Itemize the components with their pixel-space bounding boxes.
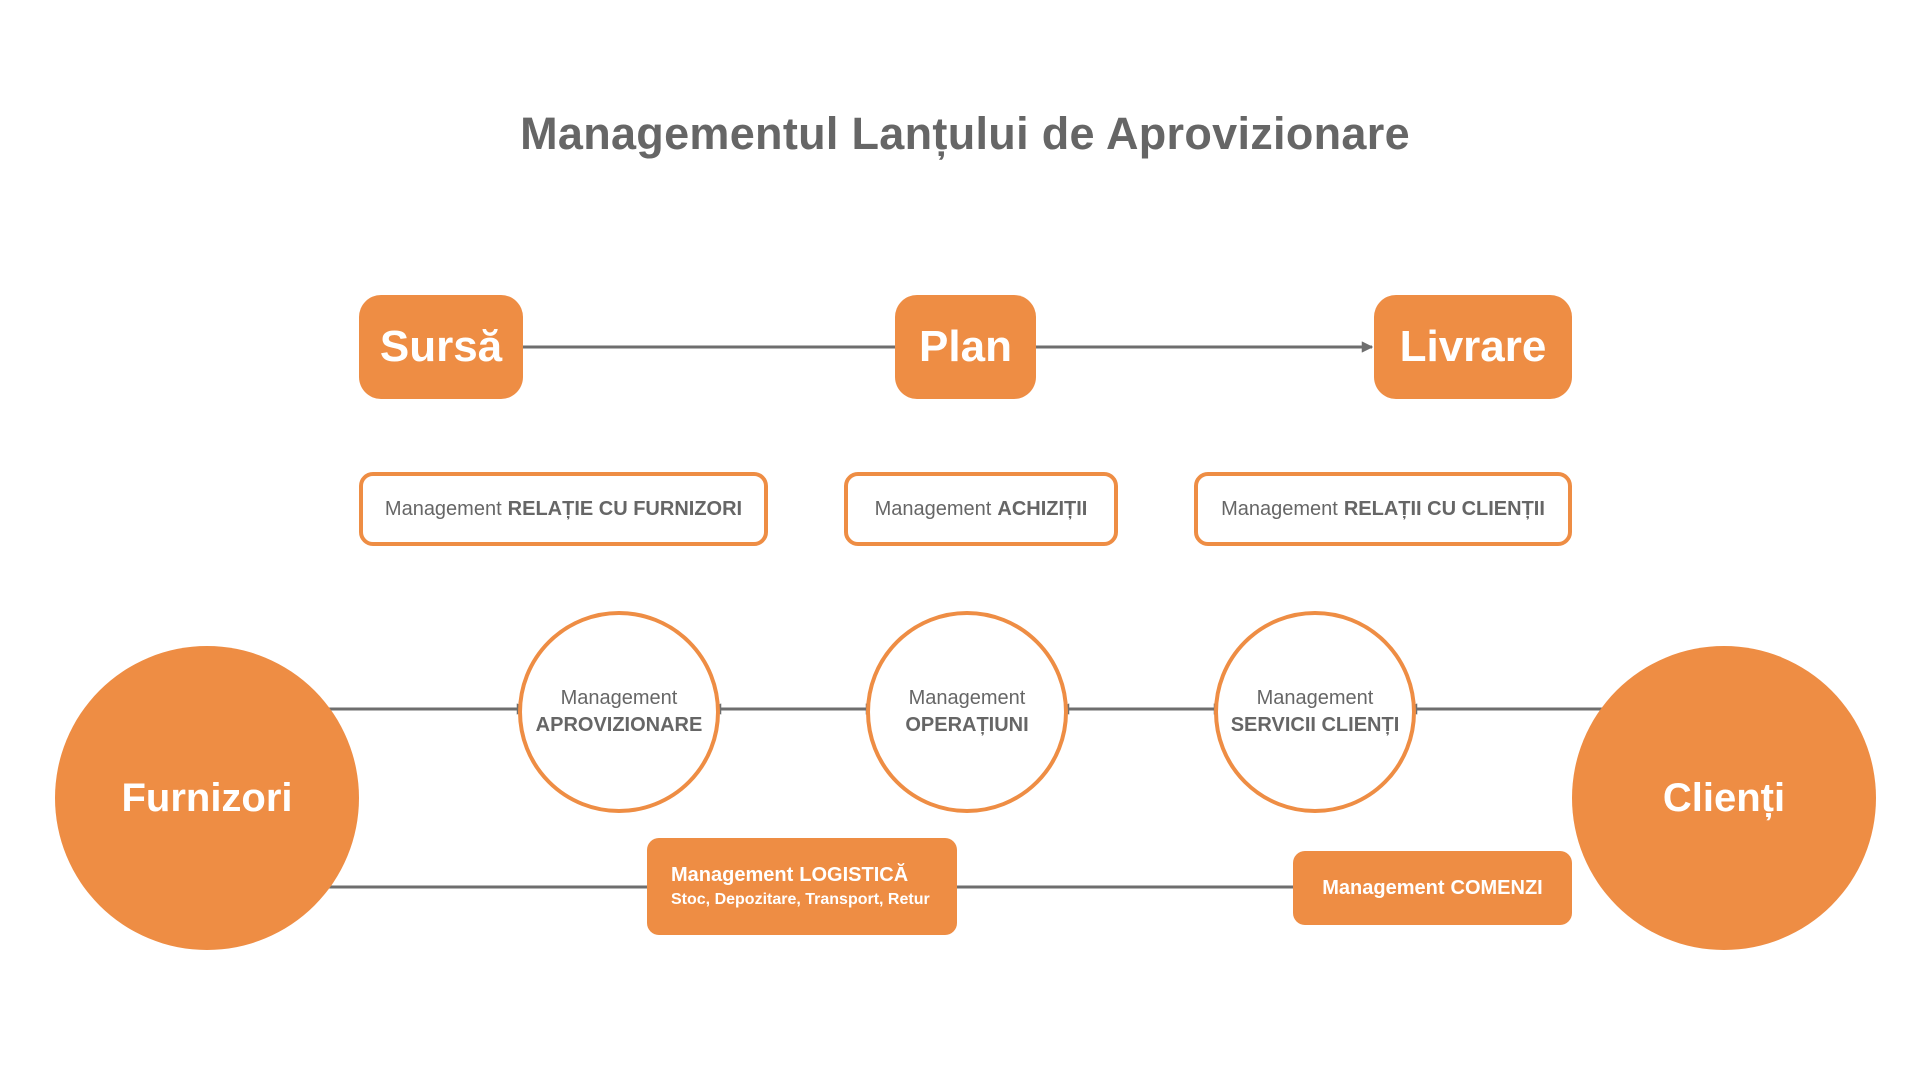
- customer-relations-emphasis: RELAȚII CU CLIENȚII: [1343, 497, 1545, 520]
- operations-prefix: Management: [908, 687, 1026, 709]
- logistics-prefix: Management: [671, 864, 794, 886]
- customers-circle: Clienți: [1572, 646, 1876, 950]
- customer-service-emphasis: SERVICII CLIENȚI: [1230, 714, 1400, 736]
- procurement-prefix: Management: [874, 497, 992, 520]
- supply-management-circle: Management APROVIZIONARE: [518, 611, 720, 813]
- customer-service-management-circle: Management SERVICII CLIENȚI: [1214, 611, 1416, 813]
- logistics-emphasis: LOGISTICĂ: [799, 864, 909, 886]
- customer-service-prefix: Management: [1256, 687, 1374, 709]
- procurement-box: Management ACHIZIȚII: [844, 472, 1118, 546]
- procurement-emphasis: ACHIZIȚII: [997, 497, 1088, 520]
- supply-prefix: Management: [560, 687, 678, 709]
- suppliers-label: Furnizori: [121, 775, 293, 820]
- orders-prefix: Management: [1322, 876, 1445, 899]
- supplier-relation-emphasis: RELAȚIE CU FURNIZORI: [507, 497, 743, 520]
- operations-emphasis: OPERAȚIUNI: [905, 714, 1029, 736]
- logistics-detail: Stoc, Depozitare, Transport, Retur: [671, 891, 930, 908]
- operations-management-circle: Management OPERAȚIUNI: [866, 611, 1068, 813]
- step-source-label: Sursă: [379, 322, 503, 371]
- customer-relations-box: Management RELAȚII CU CLIENȚII: [1194, 472, 1572, 546]
- step-plan: Plan: [895, 295, 1036, 399]
- suppliers-circle: Furnizori: [55, 646, 359, 950]
- orders-box: Management COMENZI: [1293, 851, 1572, 925]
- supplier-relation-box: Management RELAȚIE CU FURNIZORI: [359, 472, 768, 546]
- step-source: Sursă: [359, 295, 523, 399]
- customers-label: Clienți: [1662, 775, 1786, 820]
- customer-relations-prefix: Management: [1221, 497, 1338, 520]
- step-plan-label: Plan: [919, 322, 1012, 371]
- step-delivery-label: Livrare: [1399, 322, 1547, 371]
- diagram-title: Managementul Lanțului de Aprovizionare: [520, 108, 1410, 159]
- orders-emphasis: COMENZI: [1450, 876, 1543, 899]
- step-delivery: Livrare: [1374, 295, 1572, 399]
- supplier-relation-prefix: Management: [384, 497, 502, 520]
- supply-emphasis: APROVIZIONARE: [535, 714, 703, 736]
